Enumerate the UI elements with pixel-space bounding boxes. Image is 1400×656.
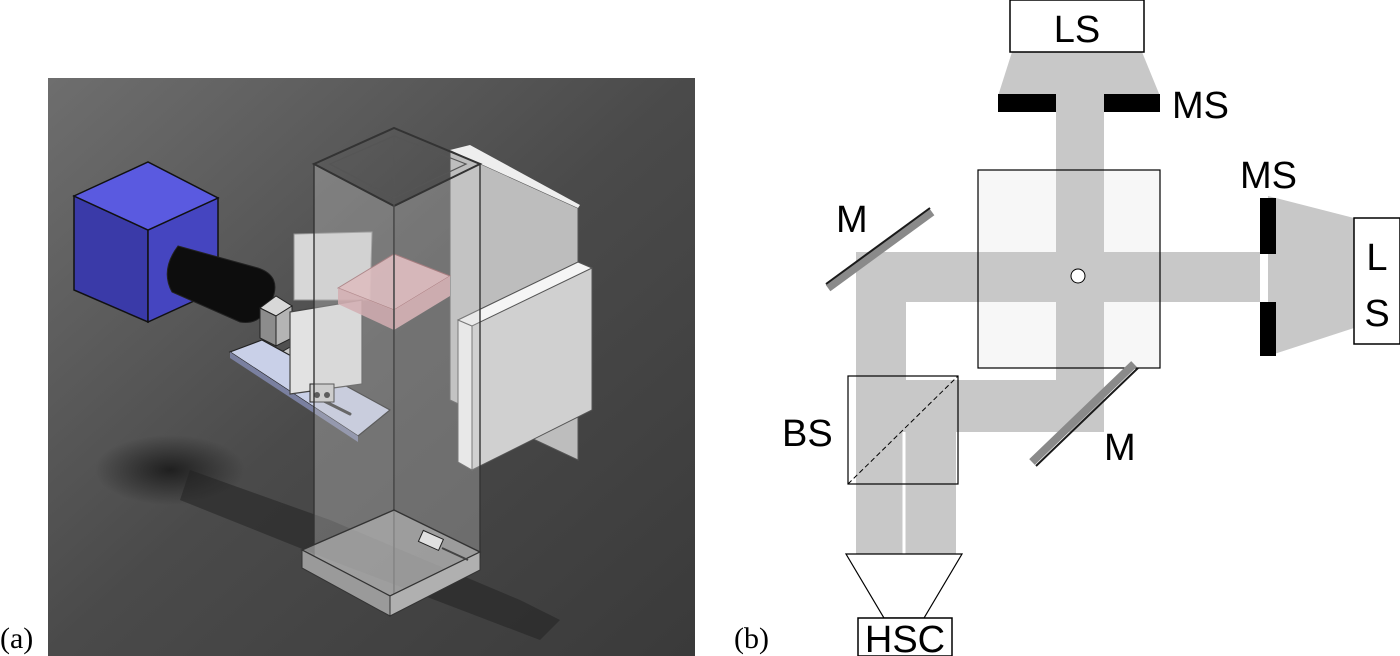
test-section [977, 169, 1161, 369]
mask-top-right [1104, 94, 1160, 112]
mirror-left-edge [825, 207, 931, 285]
mirror-left [825, 208, 935, 292]
camera-lens [166, 245, 276, 324]
label-ms-top: MS [1172, 85, 1229, 127]
laser-sheet-front [394, 276, 450, 330]
label-ms-right: MS [1240, 155, 1297, 197]
label-ls-right-l: L [1366, 237, 1387, 279]
column-top-inner [328, 135, 468, 199]
beam-left-down [856, 252, 906, 554]
particle-marker [1070, 268, 1086, 284]
beam-right-cone [1268, 196, 1354, 356]
label-m-left: M [836, 199, 868, 241]
panel-a-render: (a) [0, 78, 695, 656]
mask-right-upper [1260, 198, 1276, 254]
back-panel-lower-top [456, 261, 594, 327]
stage-plate-edge [230, 352, 358, 442]
label-m-right: M [1104, 427, 1136, 469]
beam-top-cone [998, 52, 1160, 96]
label-ls-top: LS [1054, 9, 1100, 51]
column-base-front-right [389, 551, 481, 617]
laser-sheet-side [338, 288, 394, 330]
back-panel-upper-top [450, 145, 580, 208]
injector [417, 529, 445, 552]
panel-b-schematic: LS MS MS L S M M BS HSC (b) [734, 0, 1400, 656]
mount-screw-1 [314, 392, 320, 398]
beam-bs-down [906, 432, 956, 554]
label-hsc: HSC [865, 619, 945, 656]
light-source-right [1353, 217, 1400, 345]
mirror-right-edge [1035, 367, 1139, 467]
light-source-top [1009, 0, 1145, 53]
panel-b-label: (b) [734, 622, 769, 655]
beam-splitter [847, 375, 959, 485]
mask-top-left [998, 94, 1056, 112]
high-speed-camera [857, 617, 953, 656]
mirror-right [1029, 361, 1137, 465]
panel-a-label: (a) [0, 622, 33, 655]
beam-vertical-main [1056, 96, 1104, 380]
camera-lens-cone [844, 553, 964, 619]
column-top-rim [311, 126, 483, 208]
label-bs: BS [782, 413, 833, 455]
mount-screw-2 [324, 392, 330, 398]
mask-right-lower [1260, 302, 1276, 356]
injector-needle [441, 547, 469, 561]
beam-splitter-diagonal [847, 375, 959, 485]
label-ls-right-s: S [1364, 293, 1389, 335]
camera-body-top [72, 161, 220, 231]
